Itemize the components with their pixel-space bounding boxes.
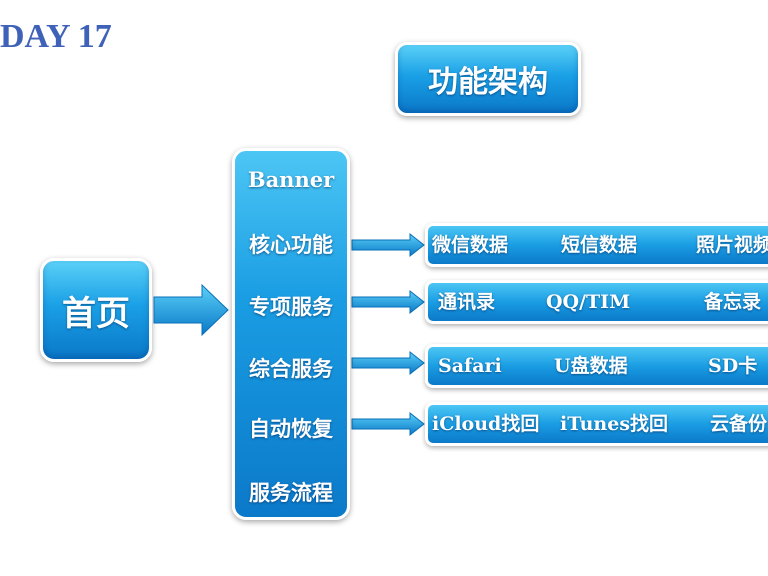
row-cell: 备忘录 — [704, 291, 762, 313]
diagram-title-box: 功能架构 — [395, 42, 581, 116]
row-cell: 微信数据 — [432, 234, 509, 256]
menu-item-banner: Banner — [247, 167, 335, 192]
row-special-services: 通讯录 QQ/TIM 备忘录 — [425, 280, 768, 324]
feature-menu-column: Banner 核心功能 专项服务 综合服务 自动恢复 服务流程 — [232, 148, 350, 520]
row-auto-recovery: iCloud找回 iTunes找回 云备份 — [425, 402, 768, 446]
row-2-arrow — [351, 289, 425, 315]
menu-item-special-services: 专项服务 — [249, 294, 333, 319]
row-cell: 短信数据 — [561, 234, 638, 256]
row-3-arrow — [351, 350, 425, 376]
row-cell: 通讯录 — [438, 291, 496, 313]
menu-item-general-services: 综合服务 — [249, 356, 333, 381]
home-node: 首页 — [40, 258, 152, 362]
day-title: DAY 17 — [0, 18, 112, 55]
row-general-services: Safari U盘数据 SD卡 — [425, 344, 768, 388]
row-cell: iCloud找回 — [432, 413, 540, 435]
row-cell: 照片视频 — [696, 234, 768, 256]
row-1-arrow — [351, 232, 425, 258]
row-core-functions: 微信数据 短信数据 照片视频 — [425, 223, 768, 267]
menu-item-auto-recovery: 自动恢复 — [249, 416, 333, 441]
home-to-menu-arrow — [153, 283, 229, 337]
menu-item-service-process: 服务流程 — [249, 480, 333, 505]
row-cell: Safari — [438, 355, 502, 377]
row-cell: SD卡 — [708, 355, 758, 377]
row-cell: U盘数据 — [554, 355, 628, 377]
row-cell: iTunes找回 — [560, 413, 669, 435]
row-cell: 云备份 — [710, 413, 768, 435]
menu-item-core-functions: 核心功能 — [249, 232, 333, 257]
row-cell: QQ/TIM — [546, 291, 631, 313]
row-4-arrow — [351, 411, 425, 437]
